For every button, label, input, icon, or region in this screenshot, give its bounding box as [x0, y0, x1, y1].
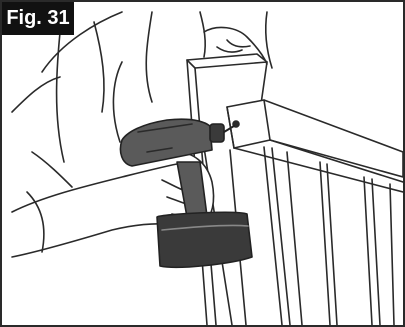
drill-assembly-illustration — [2, 2, 403, 325]
horizontal-rail — [227, 100, 403, 192]
figure-number-label: Fig. 31 — [2, 2, 74, 35]
